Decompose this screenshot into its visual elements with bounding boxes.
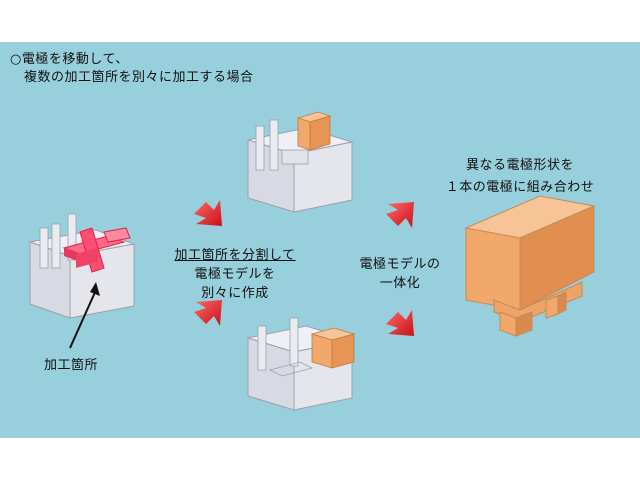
workpiece-original	[28, 213, 136, 319]
arrow-integrate-top	[386, 202, 414, 228]
arrow-integrate-bottom	[386, 310, 414, 336]
electrode-bottom	[310, 327, 356, 369]
workpiece-split-bottom	[247, 317, 356, 411]
combine-text-line-1: 異なる電極形状を	[465, 158, 574, 173]
arrow-to-bottom	[194, 300, 222, 326]
integrate-text-line-2: 一体化	[379, 276, 421, 291]
combined-electrode	[464, 195, 596, 337]
split-text-line-1: 加工箇所を分割して	[174, 248, 296, 263]
title-line-2: 複数の加工箇所を別々に加工する場合	[24, 70, 254, 85]
title-line-1: ○電極を移動して、	[10, 48, 129, 67]
bullet-circle: ○	[10, 52, 22, 67]
workpiece-split-top	[247, 111, 353, 213]
title-text-1: 電極を移動して、	[21, 52, 129, 67]
arrow-to-top	[194, 200, 222, 226]
electrode-top	[296, 111, 332, 151]
split-text-line-2: 電極モデルを	[194, 267, 276, 282]
machining-area-label: 加工箇所	[44, 358, 99, 373]
pointer-arrow	[69, 282, 100, 349]
integrate-text-line-1: 電極モデルの	[359, 257, 441, 272]
combine-text-line-2: １本の電極に組み合わせ	[445, 180, 595, 195]
split-text-line-3: 別々に作成	[201, 286, 269, 301]
machining-area-highlight	[62, 227, 131, 273]
